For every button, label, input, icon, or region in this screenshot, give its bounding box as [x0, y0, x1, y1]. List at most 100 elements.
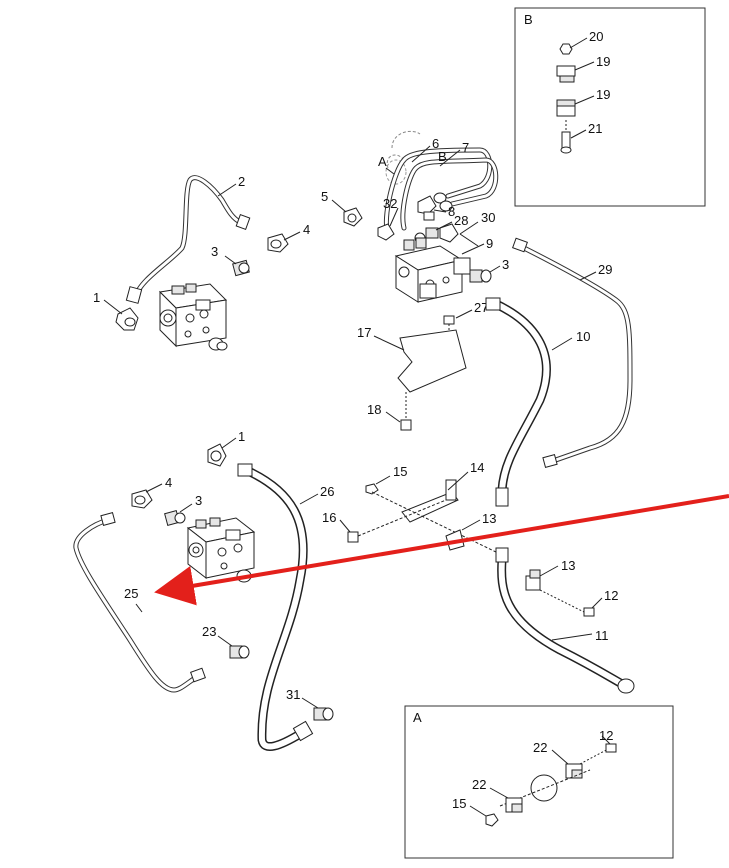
inset-b-nut [559, 43, 573, 55]
inset-a: A 12 22 22 15 [404, 705, 674, 859]
label-30: 30 [481, 210, 495, 225]
label-a-12: 12 [599, 728, 613, 743]
label-12: 12 [604, 588, 618, 603]
tube-29 [512, 237, 633, 468]
leader-20 [569, 37, 588, 49]
leader-15 [375, 475, 391, 485]
label-31: 31 [286, 687, 300, 702]
leader-32 [389, 207, 399, 227]
label-4-top: 4 [303, 222, 310, 237]
fitting-31 [313, 707, 334, 721]
label-25: 25 [124, 586, 138, 601]
label-6: 6 [432, 136, 439, 151]
inset-b-title: B [524, 12, 533, 27]
label-8: 8 [448, 204, 455, 219]
label-1-top: 1 [93, 290, 100, 305]
leader-29 [579, 271, 597, 281]
leader-9 [461, 243, 485, 255]
fitting-4-bottom [131, 489, 153, 509]
label-a-22a: 22 [533, 740, 547, 755]
leader-3-top-right [489, 265, 501, 273]
label-2: 2 [238, 174, 245, 189]
leader-1-top [103, 299, 123, 315]
fitting-28-30 [414, 223, 459, 244]
inset-b-frame [514, 7, 706, 207]
leader-23 [217, 635, 233, 647]
label-26: 26 [320, 484, 334, 499]
label-27: 27 [474, 300, 488, 315]
label-28: 28 [454, 213, 468, 228]
leader-10 [551, 337, 573, 351]
label-4-bottom: 4 [165, 475, 172, 490]
leader-16 [339, 519, 351, 533]
label-a-22b: 22 [472, 777, 486, 792]
inset-b: B 20 19 19 21 [514, 7, 706, 207]
label-13-mid: 13 [482, 511, 496, 526]
label-13-lower: 13 [561, 558, 575, 573]
inset-a-clamp-lower [505, 797, 523, 813]
label-23: 23 [202, 624, 216, 639]
inset-b-bolt [560, 120, 572, 154]
label-32: 32 [383, 196, 397, 211]
label-14: 14 [470, 460, 484, 475]
leader-4-top [283, 231, 301, 241]
leader-a-22b [489, 787, 509, 799]
label-a-top: A [378, 154, 387, 169]
leader-7 [439, 149, 461, 167]
label-1-bottom: 1 [238, 429, 245, 444]
fitting-32 [377, 223, 395, 241]
fitting-1-top [115, 286, 143, 331]
hose-10 [485, 297, 551, 507]
label-16: 16 [322, 510, 336, 525]
top-left-assembly: 2 1 4 3 [93, 174, 310, 351]
fitting-4-top [267, 233, 289, 253]
bolt-18 [400, 419, 412, 431]
axis-16 [357, 499, 447, 537]
leader-30b [459, 233, 479, 247]
nut-15 [365, 483, 379, 495]
label-11: 11 [595, 628, 609, 643]
label-20: 20 [589, 29, 603, 44]
inset-a-title: A [413, 710, 422, 725]
leader-17 [373, 335, 405, 351]
label-b-top: B [438, 149, 447, 164]
leader-26 [299, 493, 319, 505]
leader-1-bottom [221, 437, 237, 449]
bottom-left-assembly: 1 26 31 4 3 [73, 429, 334, 752]
bolt-16 [347, 531, 359, 543]
label-3-top-right: 3 [502, 257, 509, 272]
label-10: 10 [576, 329, 590, 344]
label-19a: 19 [596, 54, 610, 69]
leader-19b [574, 95, 595, 105]
label-7: 7 [462, 140, 469, 155]
leader-a-12 [601, 735, 611, 745]
leader-12 [591, 597, 603, 609]
inset-b-clamp-lower [556, 99, 576, 117]
hose-11 [495, 547, 635, 694]
label-29: 29 [598, 262, 612, 277]
label-17: 17 [357, 325, 371, 340]
bolt-12 [539, 589, 595, 617]
bolt-27 [443, 315, 455, 338]
label-3-bottom: 3 [195, 493, 202, 508]
highlight-arrow [154, 494, 729, 606]
fitting-3-bottom [164, 510, 186, 526]
label-3-top-left: 3 [211, 244, 218, 259]
clamp-13-lower [525, 569, 541, 591]
fitting-23 [229, 645, 250, 659]
label-15: 15 [393, 464, 407, 479]
leader-4-bottom [145, 483, 163, 493]
leader-5 [331, 199, 347, 213]
leader-31 [301, 697, 319, 709]
leader-27 [455, 309, 473, 319]
leader-a-15 [469, 805, 487, 817]
leader-a-top [385, 167, 395, 175]
label-5: 5 [321, 189, 328, 204]
leader-28 [435, 221, 453, 231]
top-center-assembly: 6 7 A B 5 32 8 28 [321, 130, 509, 431]
label-a-15: 15 [452, 796, 466, 811]
label-19b: 19 [596, 87, 610, 102]
valve-block-top-center [394, 237, 471, 303]
leader-8 [433, 209, 447, 213]
